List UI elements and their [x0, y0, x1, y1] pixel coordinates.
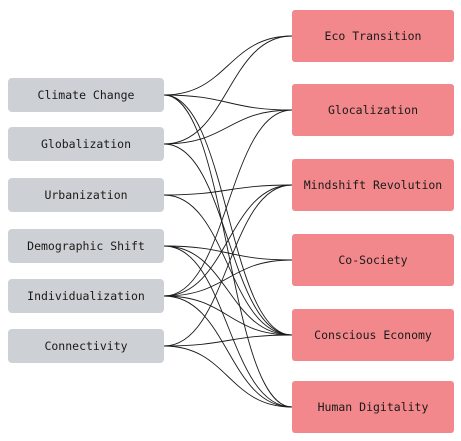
link-climate-change-to-glocalization: [163, 94, 293, 111]
link-individualization-to-conscious-economy: [163, 295, 293, 336]
link-climate-change-to-eco-transition: [163, 35, 293, 96]
trend-human-digitality[interactable]: Human Digitality: [292, 381, 454, 433]
link-connectivity-to-conscious-economy: [163, 334, 293, 347]
link-globalization-to-conscious-economy: [163, 143, 293, 336]
trend-mindshift-revolution[interactable]: Mindshift Revolution: [292, 159, 454, 211]
link-globalization-to-eco-transition: [163, 35, 293, 145]
driver-demographic-shift[interactable]: Demographic Shift: [8, 229, 164, 263]
link-climate-change-to-conscious-economy: [163, 94, 293, 336]
link-individualization-to-mindshift-revolution: [163, 184, 293, 297]
driver-individualization[interactable]: Individualization: [8, 279, 164, 313]
link-individualization-to-co-society: [163, 259, 293, 297]
driver-climate-change[interactable]: Climate Change: [8, 78, 164, 112]
link-climate-change-to-human-digitality: [163, 94, 293, 408]
driver-urbanization[interactable]: Urbanization: [8, 178, 164, 212]
link-individualization-to-glocalization: [163, 109, 293, 297]
driver-connectivity[interactable]: Connectivity: [8, 329, 164, 363]
link-globalization-to-glocalization: [163, 109, 293, 145]
link-demographic-shift-to-human-digitality: [163, 245, 293, 408]
trend-co-society[interactable]: Co-Society: [292, 234, 454, 286]
link-demographic-shift-to-co-society: [163, 245, 293, 261]
trend-conscious-economy[interactable]: Conscious Economy: [292, 309, 454, 361]
link-connectivity-to-mindshift-revolution: [163, 184, 293, 347]
link-individualization-to-human-digitality: [163, 295, 293, 408]
link-demographic-shift-to-conscious-economy: [163, 245, 293, 336]
link-connectivity-to-human-digitality: [163, 345, 293, 408]
trend-eco-transition[interactable]: Eco Transition: [292, 10, 454, 62]
driver-globalization[interactable]: Globalization: [8, 127, 164, 161]
trend-glocalization[interactable]: Glocalization: [292, 84, 454, 136]
link-urbanization-to-mindshift-revolution: [163, 184, 293, 196]
